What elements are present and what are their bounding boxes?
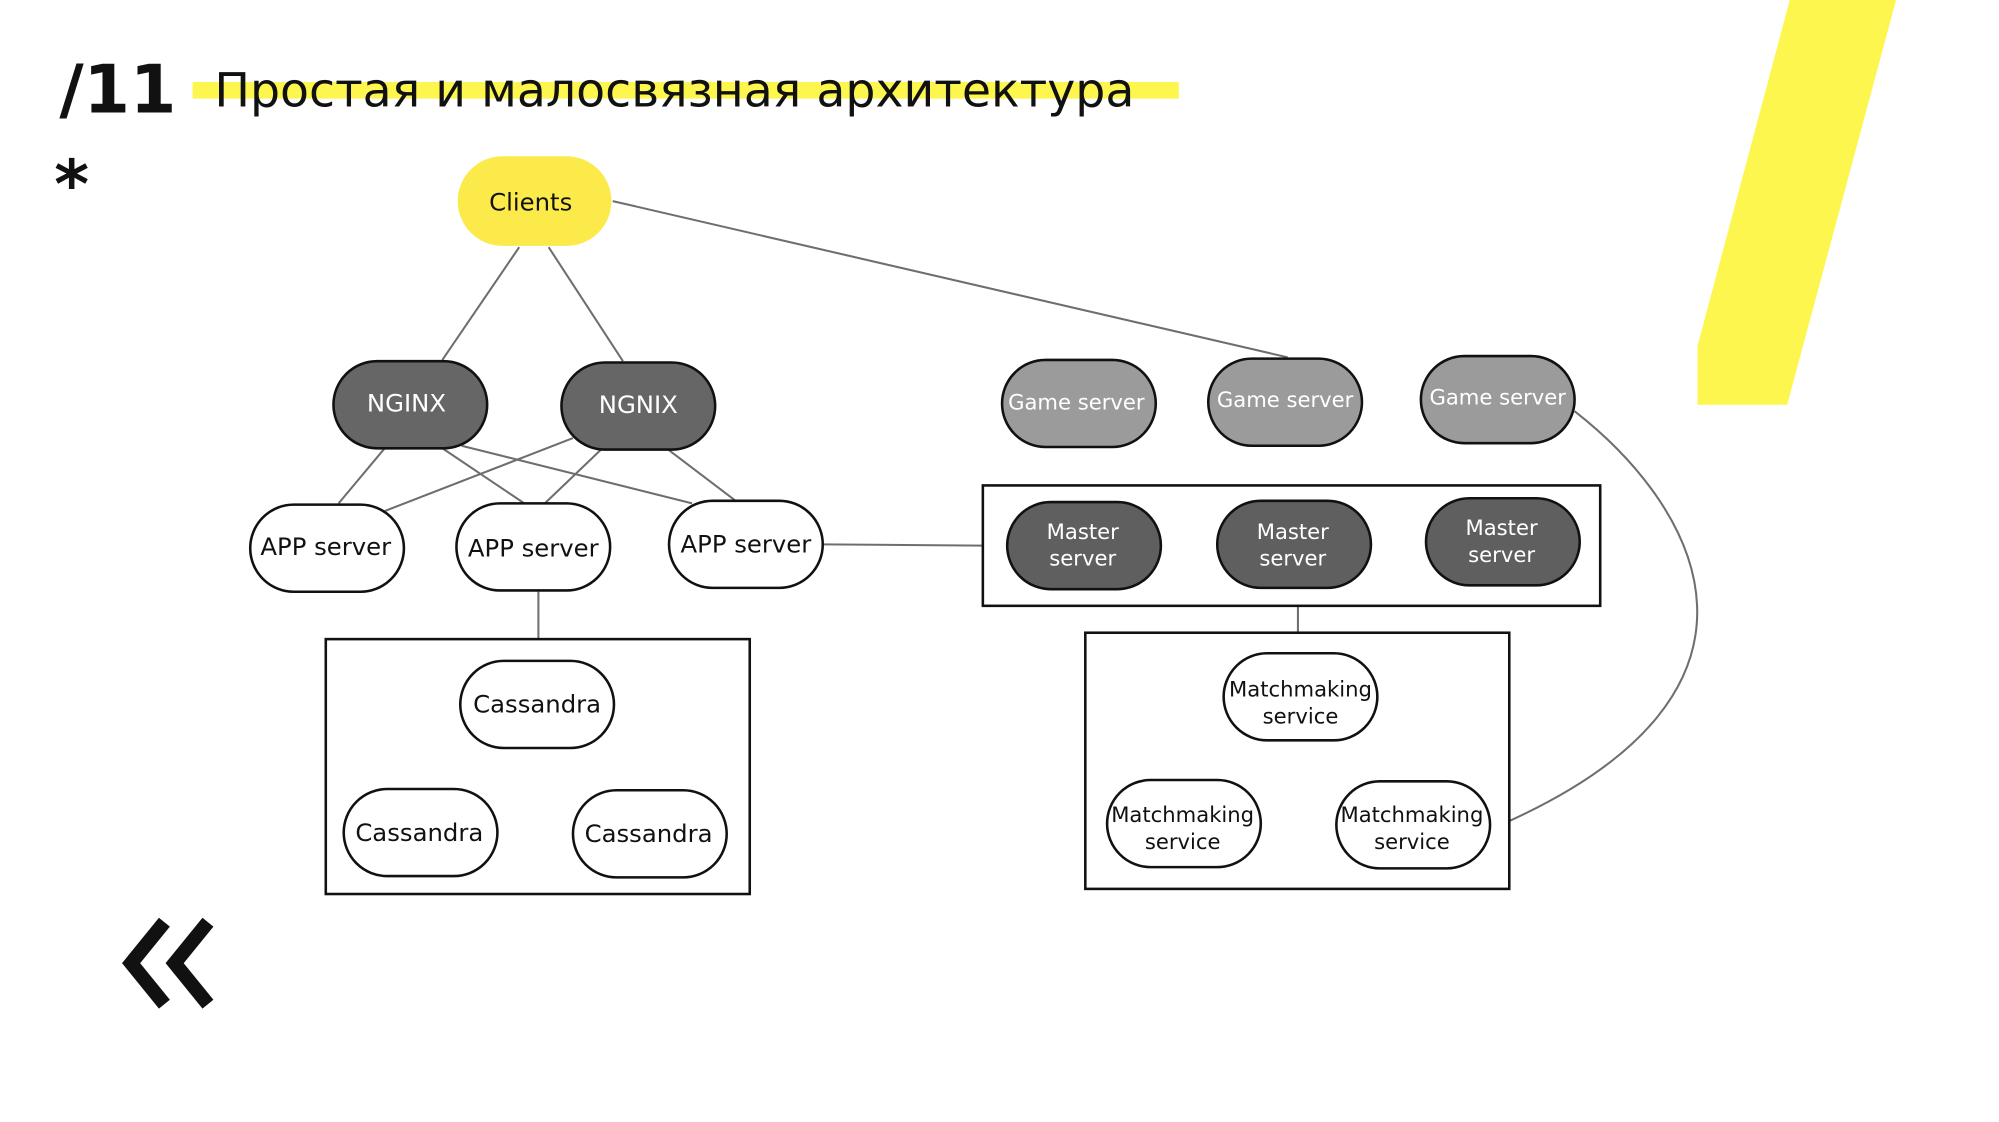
nginx-node: NGINX bbox=[332, 359, 489, 450]
svg-text:Cassandra: Cassandra bbox=[355, 818, 483, 847]
svg-text:server: server bbox=[1049, 546, 1116, 571]
matchmaking-group bbox=[1084, 631, 1511, 891]
master-server-node: Master server bbox=[1215, 499, 1373, 590]
svg-text:Game server: Game server bbox=[1008, 389, 1145, 414]
svg-text:service: service bbox=[1263, 703, 1339, 728]
svg-text:Matchmaking: Matchmaking bbox=[1340, 802, 1483, 827]
cassandra-node: Cassandra bbox=[342, 787, 499, 878]
svg-text:NGNIX: NGNIX bbox=[599, 390, 678, 419]
nginx-node: NGNIX bbox=[560, 361, 717, 451]
svg-text:Game server: Game server bbox=[1429, 384, 1566, 409]
title-highlight bbox=[192, 81, 1179, 99]
svg-text:Master: Master bbox=[1257, 519, 1329, 544]
svg-text:APP server: APP server bbox=[681, 530, 812, 559]
cassandra-group bbox=[324, 637, 752, 896]
svg-text:Clients: Clients bbox=[489, 188, 572, 217]
svg-text:Master: Master bbox=[1047, 519, 1119, 544]
svg-text:service: service bbox=[1374, 829, 1450, 854]
svg-text:service: service bbox=[1145, 829, 1221, 854]
matchmaking-node: Matchmaking service bbox=[1222, 651, 1379, 742]
svg-text:server: server bbox=[1259, 546, 1326, 571]
master-server-node: Master server bbox=[1005, 500, 1163, 591]
matchmaking-node: Matchmaking service bbox=[1335, 780, 1492, 870]
cassandra-node: Cassandra bbox=[458, 659, 616, 750]
page-title: Простая и малосвязная архитектура bbox=[214, 63, 1134, 118]
slide-number: /11 bbox=[59, 51, 176, 129]
back-chevrons-icon[interactable] bbox=[122, 917, 214, 1009]
svg-text:APP server: APP server bbox=[260, 532, 391, 561]
app-server-node: APP server bbox=[667, 499, 825, 590]
svg-text:server: server bbox=[1468, 542, 1535, 567]
yellow-stripe-decoration bbox=[1697, 0, 1897, 405]
svg-text:NGINX: NGINX bbox=[367, 389, 446, 418]
svg-text:Master: Master bbox=[1466, 515, 1538, 540]
svg-text:Cassandra: Cassandra bbox=[585, 819, 713, 848]
svg-text:Matchmaking: Matchmaking bbox=[1229, 676, 1372, 701]
app-server-node: APP server bbox=[248, 503, 406, 594]
game-server-node: Game server bbox=[1206, 357, 1364, 448]
svg-text:APP server: APP server bbox=[468, 533, 599, 562]
matchmaking-node: Matchmaking service bbox=[1105, 778, 1263, 869]
app-server-node: APP server bbox=[455, 502, 612, 592]
asterisk-icon: * bbox=[54, 145, 89, 223]
svg-text:Cassandra: Cassandra bbox=[473, 690, 601, 719]
master-server-group bbox=[981, 484, 1602, 608]
svg-text:Matchmaking: Matchmaking bbox=[1111, 802, 1254, 827]
master-server-node: Master server bbox=[1424, 496, 1581, 587]
game-server-node: Game server bbox=[1000, 358, 1158, 449]
game-server-node: Game server bbox=[1419, 354, 1576, 445]
svg-text:Game server: Game server bbox=[1217, 387, 1354, 412]
cassandra-node: Cassandra bbox=[571, 788, 728, 879]
connectors bbox=[337, 200, 1699, 822]
clients-node: Clients bbox=[457, 156, 612, 246]
